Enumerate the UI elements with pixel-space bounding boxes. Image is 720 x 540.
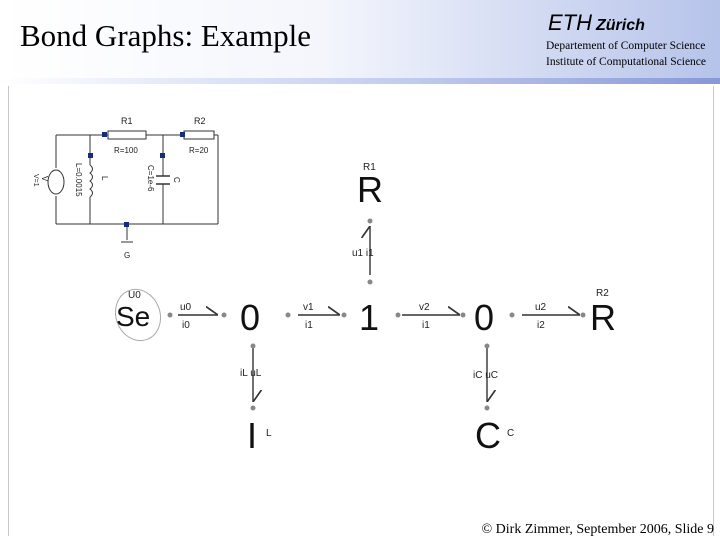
capacitor-value-label: C=1e-6	[146, 165, 155, 192]
r2-element-label: R2	[596, 288, 609, 299]
bond-label-i2: i2	[537, 320, 545, 331]
bond-dot	[367, 279, 373, 285]
bond-endpoint-dots	[167, 218, 586, 411]
slide-header	[0, 0, 720, 80]
capacitor-name-label: C	[172, 177, 181, 183]
header-rule	[0, 78, 720, 84]
eth-logo-sub: Zürich	[596, 17, 645, 34]
bond-label-v1: v1	[303, 302, 314, 313]
bond-dot	[395, 312, 401, 318]
resistor-r2-symbol	[183, 130, 215, 140]
connector-dot	[124, 222, 129, 227]
node-r2: R	[590, 297, 616, 338]
bond-dot	[167, 312, 173, 318]
source-value-label: V=1	[32, 174, 39, 187]
l-element-label: L	[266, 428, 272, 439]
connector-dot	[102, 132, 107, 137]
se-selection-outline	[114, 288, 162, 342]
inductor-name-label: L	[100, 176, 109, 181]
bond-dot	[250, 405, 256, 411]
source-name-label: V	[40, 176, 49, 182]
voltage-source-symbol	[47, 169, 65, 195]
bond-label-u0: u0	[180, 302, 192, 313]
bond-dot	[484, 343, 490, 349]
bond-dot	[341, 312, 347, 318]
institute-line: Institute of Computational Science	[546, 56, 707, 68]
circuit-connector-dots	[88, 132, 185, 227]
node-zero-left: 0	[240, 297, 260, 338]
eth-logo-main: ETH	[548, 10, 592, 35]
connector-dot	[88, 153, 93, 158]
bond-label-ic-uc: iC uC	[473, 370, 498, 381]
bond-label-i1-right: i1	[422, 320, 430, 331]
bond-label-v2: v2	[419, 302, 430, 313]
bond-dot	[509, 312, 515, 318]
se-element-label: U0	[128, 290, 141, 301]
bond-dot	[580, 312, 586, 318]
r1-element-label: R1	[363, 162, 376, 173]
inductor-symbol	[89, 164, 93, 198]
node-one: 1	[359, 297, 379, 338]
bond-dot	[484, 405, 490, 411]
bond-dot	[460, 312, 466, 318]
department-line: Departement of Computer Science	[546, 40, 706, 52]
bond-label-i1-left: i1	[305, 320, 313, 331]
slide-title: Bond Graphs: Example	[20, 18, 312, 53]
bond-dot	[367, 218, 373, 224]
bond-dot	[285, 312, 291, 318]
node-zero-right: 0	[474, 297, 494, 338]
resistor-r1-symbol	[107, 130, 147, 140]
slide-footer: © Dirk Zimmer, September 2006, Slide 9	[481, 522, 714, 537]
connector-dot	[160, 153, 165, 158]
bond-label-u2: u2	[535, 302, 547, 313]
r1-name-label: R1	[121, 116, 133, 126]
r2-value-label: R=20	[189, 146, 209, 155]
node-r1: R	[357, 169, 383, 210]
bond-dot	[250, 343, 256, 349]
connector-dot	[180, 132, 185, 137]
bond-label-i0: i0	[182, 320, 190, 331]
node-se: Se	[116, 301, 150, 332]
bond-label-il-ul: iL uL	[240, 368, 262, 379]
ground-name-label: G	[124, 251, 130, 260]
r2-name-label: R2	[194, 116, 206, 126]
bond-dot	[221, 312, 227, 318]
r1-value-label: R=100	[114, 146, 138, 155]
node-l: I	[247, 415, 257, 456]
node-c: C	[475, 415, 501, 456]
c-element-label: C	[507, 428, 514, 439]
bond-graph-bonds	[178, 226, 580, 402]
bond-label-u1-i1: u1 i1	[352, 248, 374, 259]
content-frame	[8, 86, 714, 536]
inductor-value-label: L=0.0015	[74, 163, 83, 197]
